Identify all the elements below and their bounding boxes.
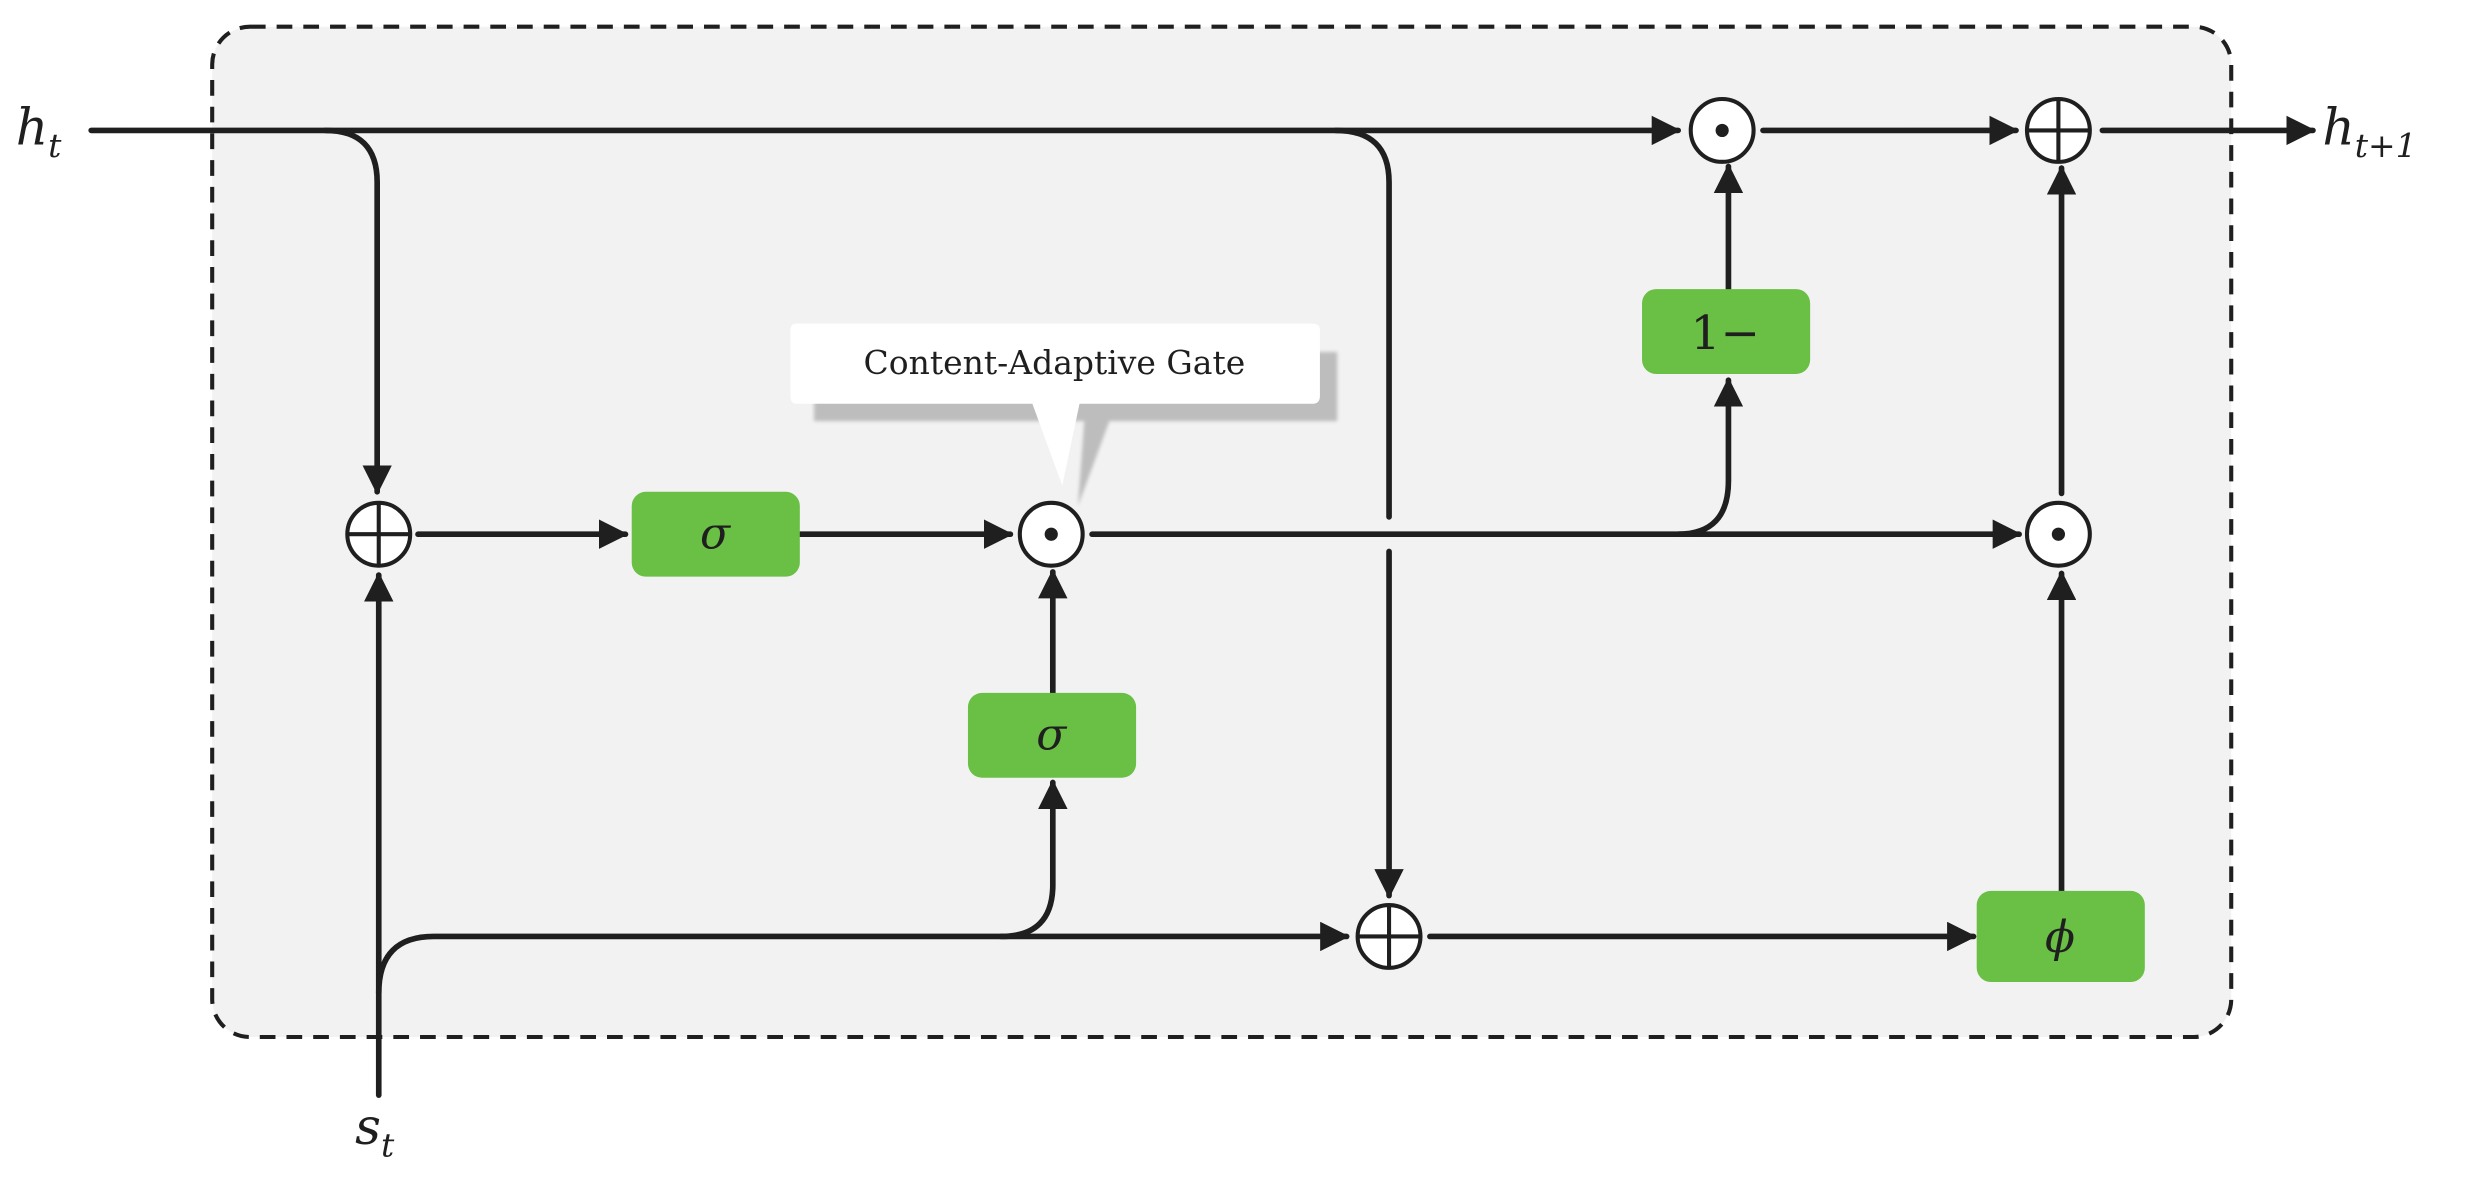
- svg-text:ϕ: ϕ: [2045, 912, 2075, 963]
- gate-phi: ϕ: [1976, 890, 2145, 983]
- edge-st-to-bottom-line: [375, 921, 1350, 996]
- input-h-label: ht: [16, 98, 62, 166]
- op-mult-middle: [1017, 500, 1085, 568]
- callout-content-adaptive-gate: Content-Adaptive Gate: [790, 323, 1338, 506]
- edge-ht-to-bottom-add: [1332, 127, 1392, 520]
- op-add-left: [345, 500, 413, 568]
- op-add-bottom: [1355, 902, 1423, 970]
- edge-mid-to-one-minus: [1675, 377, 1744, 538]
- svg-text:σ: σ: [700, 508, 732, 559]
- input-s-label: st: [355, 1097, 395, 1165]
- svg-text:σ: σ: [1036, 709, 1068, 760]
- gate-one-minus: 1−: [1642, 289, 1811, 374]
- op-mult-right: [2024, 500, 2092, 568]
- connections: [88, 115, 2316, 1098]
- output-h-label: ht+1: [2322, 98, 2416, 166]
- gate-sigma-bottom: σ: [967, 692, 1137, 778]
- edge-ht-to-left-add: [322, 127, 392, 495]
- svg-text:1−: 1−: [1691, 306, 1760, 361]
- edge-st-to-sigma-bottom: [998, 779, 1068, 940]
- callout-text: Content-Adaptive Gate: [864, 343, 1246, 382]
- op-mult-top: [1688, 96, 1756, 164]
- gate-sigma-top: σ: [631, 491, 800, 577]
- op-add-top: [2024, 96, 2092, 164]
